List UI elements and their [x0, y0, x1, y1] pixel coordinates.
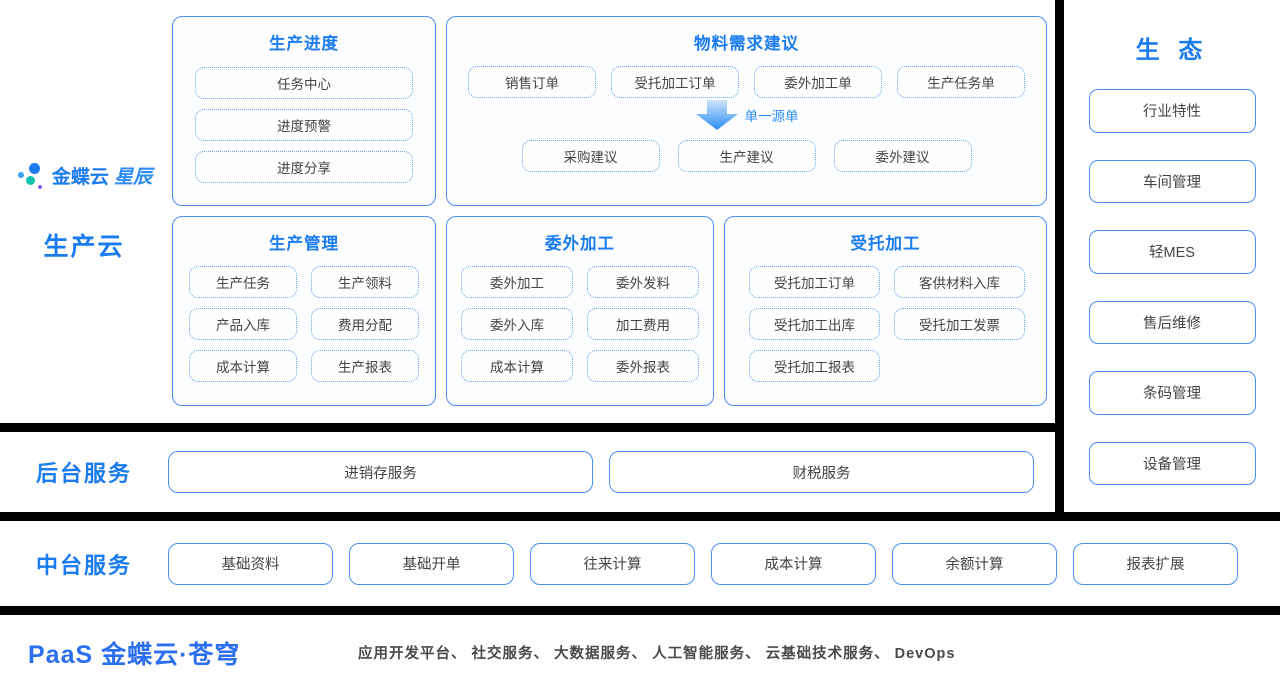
flow-arrow-row: 单一源单 — [447, 98, 1046, 132]
source-item[interactable]: 生产任务单 — [897, 66, 1025, 98]
logo-text-sub: 星辰 — [114, 167, 153, 188]
divider-bar-backend-top — [0, 423, 1055, 432]
ecology-item-industry[interactable]: 行业特性 — [1088, 89, 1256, 133]
module-item[interactable]: 生产领料 — [311, 266, 419, 298]
paas-description: 应用开发平台、 社交服务、 大数据服务、 人工智能服务、 云基础技术服务、 De… — [358, 646, 956, 662]
ecology-item-equipment[interactable]: 设备管理 — [1088, 441, 1256, 485]
ecology-column: 生 态 行业特性 车间管理 轻MES 售后维修 条码管理 设备管理 — [1064, 0, 1280, 512]
down-arrow-icon — [695, 100, 738, 130]
main-module-grid: 生产进度 任务中心 进度预警 进度分享 物料需求建议 销售订单 受托加工订单 委… — [168, 0, 1055, 423]
module-item[interactable]: 加工费用 — [587, 308, 699, 340]
suggestion-item[interactable]: 委外建议 — [833, 140, 972, 172]
middle-services-label: 中台服务 — [35, 552, 132, 578]
module-item[interactable]: 进度预警 — [195, 109, 413, 141]
module-item[interactable]: 生产报表 — [311, 350, 419, 382]
module-item[interactable]: 受托加工订单 — [749, 266, 880, 298]
brand-column: 金蝶云 星辰 生产云 — [0, 0, 168, 423]
backend-service-item[interactable]: 财税服务 — [609, 451, 1034, 493]
middle-service-item[interactable]: 余额计算 — [892, 542, 1057, 585]
paas-row: PaaS 金蝶云·苍穹 应用开发平台、 社交服务、 大数据服务、 人工智能服务、… — [0, 615, 1280, 690]
card-entrusted-processing: 受托加工 受托加工订单 客供材料入库 受托加工出库 受托加工发票 受托加工报表 — [724, 216, 1047, 406]
module-item[interactable]: 费用分配 — [311, 308, 419, 340]
vertical-divider-bar — [1055, 0, 1064, 512]
module-item[interactable]: 委外报表 — [587, 350, 699, 382]
module-item[interactable]: 成本计算 — [461, 350, 573, 382]
card-title: 委外加工 — [545, 235, 615, 253]
middle-service-item[interactable]: 往来计算 — [530, 542, 695, 585]
module-item[interactable]: 受托加工发票 — [894, 308, 1025, 340]
middle-service-item[interactable]: 基础开单 — [349, 542, 514, 585]
card-material-requirement: 物料需求建议 销售订单 受托加工订单 委外加工单 生产任务单 单 — [446, 16, 1047, 206]
logo: 金蝶云 星辰 — [16, 161, 152, 191]
card-title: 受托加工 — [850, 235, 921, 253]
divider-bar-middle-top — [0, 512, 1280, 521]
module-item[interactable]: 产品入库 — [189, 308, 297, 340]
middle-service-item[interactable]: 基础资料 — [168, 542, 333, 585]
kingdee-dots-icon — [16, 161, 46, 191]
card-outsourced-processing: 委外加工 委外加工 委外发料 委外入库 加工费用 成本计算 委外报表 — [446, 216, 714, 406]
ecology-item-barcode[interactable]: 条码管理 — [1088, 371, 1256, 415]
module-item[interactable]: 受托加工出库 — [749, 308, 880, 340]
ecology-item-workshop[interactable]: 车间管理 — [1088, 159, 1256, 203]
logo-text-main: 金蝶云 — [51, 167, 109, 188]
source-item[interactable]: 委外加工单 — [754, 66, 882, 98]
source-item[interactable]: 受托加工订单 — [611, 66, 739, 98]
backend-services-row: 后台服务 进销存服务 财税服务 — [0, 432, 1280, 512]
backend-service-item[interactable]: 进销存服务 — [168, 451, 593, 493]
card-title: 物料需求建议 — [694, 35, 799, 53]
module-item[interactable]: 客供材料入库 — [894, 266, 1025, 298]
logo-text: 金蝶云 星辰 — [52, 162, 152, 189]
backend-services-label: 后台服务 — [35, 461, 132, 486]
arrow-label: 单一源单 — [744, 109, 799, 124]
middle-services-row: 中台服务 基础资料 基础开单 往来计算 成本计算 余额计算 报表扩展 — [0, 521, 1280, 606]
divider-bar-paas-top — [0, 606, 1280, 615]
suggestion-item[interactable]: 采购建议 — [521, 140, 660, 172]
card-production-progress: 生产进度 任务中心 进度预警 进度分享 — [172, 16, 436, 206]
card-title: 生产进度 — [269, 35, 339, 53]
module-item[interactable]: 委外入库 — [461, 308, 573, 340]
ecology-title: 生 态 — [1135, 37, 1209, 64]
ecology-item-mes[interactable]: 轻MES — [1088, 230, 1256, 274]
module-item[interactable]: 生产任务 — [189, 266, 297, 298]
module-item[interactable]: 委外发料 — [587, 266, 699, 298]
suggestion-item[interactable]: 生产建议 — [677, 140, 816, 172]
page-title: 生产云 — [43, 232, 125, 261]
card-title: 生产管理 — [269, 235, 339, 253]
module-item[interactable]: 进度分享 — [195, 151, 413, 183]
middle-service-item[interactable]: 成本计算 — [711, 542, 876, 585]
module-item[interactable]: 任务中心 — [195, 67, 413, 99]
ecology-item-aftersales[interactable]: 售后维修 — [1088, 300, 1256, 344]
module-item[interactable]: 委外加工 — [461, 266, 573, 298]
source-item[interactable]: 销售订单 — [468, 66, 596, 98]
paas-title: PaaS 金蝶云·苍穹 — [28, 640, 241, 669]
module-item[interactable]: 成本计算 — [189, 350, 297, 382]
module-item[interactable]: 受托加工报表 — [749, 350, 880, 382]
card-production-management: 生产管理 生产任务 生产领料 产品入库 费用分配 成本计算 生产报表 — [172, 216, 436, 406]
middle-service-item[interactable]: 报表扩展 — [1073, 542, 1238, 585]
